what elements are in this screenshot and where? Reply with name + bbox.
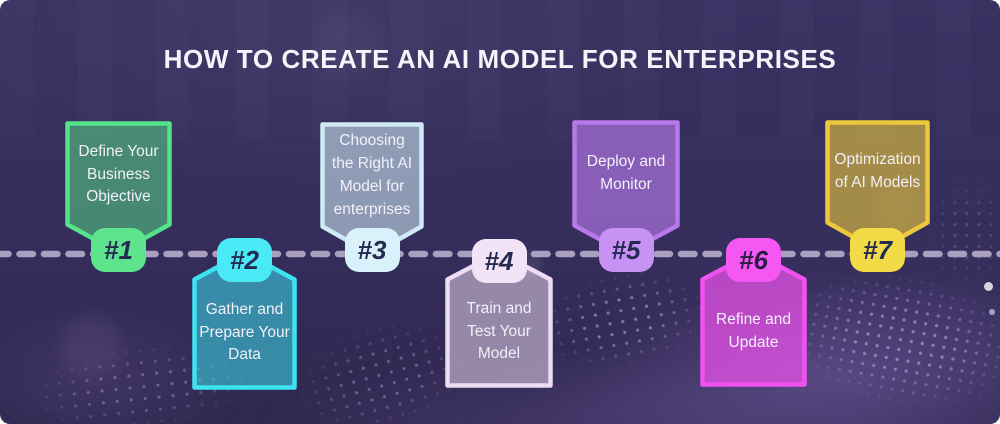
step-number-badge: #3 [344, 228, 400, 272]
step-label: Define Your Business Objective [78, 142, 159, 206]
step-2: Gather and Prepare Your Data #2 [192, 238, 297, 390]
step-number-badge: #6 [726, 238, 781, 282]
step-label: Train and Test Your Model [466, 299, 532, 363]
particle-dot [989, 309, 995, 315]
particle-wave [925, 175, 1000, 290]
step-number-badge: #2 [217, 238, 272, 282]
step-5: Deploy and Monitor #5 [572, 120, 680, 272]
step-label: Optimization of AI Models [834, 151, 921, 191]
step-label: Gather and Prepare Your Data [199, 300, 290, 364]
page-title: HOW TO CREATE AN AI MODEL FOR ENTERPRISE… [163, 44, 837, 74]
step-6: Refine and Update #6 [700, 238, 807, 387]
step-number-badge: #5 [598, 228, 654, 272]
step-label: Deploy and Monitor [586, 153, 666, 193]
background-streaks [0, 0, 1000, 140]
step-7: Optimization of AI Models #7 [825, 120, 930, 272]
step-number-badge: #4 [471, 239, 527, 283]
step-3: Choosing the Right AI Model for enterpri… [320, 122, 424, 272]
step-label: Choosing the Right AI Model for enterpri… [331, 132, 413, 218]
bokeh-blob [60, 315, 122, 377]
step-1: Define Your Business Objective #1 [65, 121, 172, 272]
step-4: Train and Test Your Model #4 [445, 239, 553, 388]
step-label: Refine and Update [716, 311, 791, 351]
step-number-badge: #7 [850, 228, 905, 272]
step-number-badge: #1 [91, 228, 146, 272]
particle-dot [984, 282, 993, 291]
